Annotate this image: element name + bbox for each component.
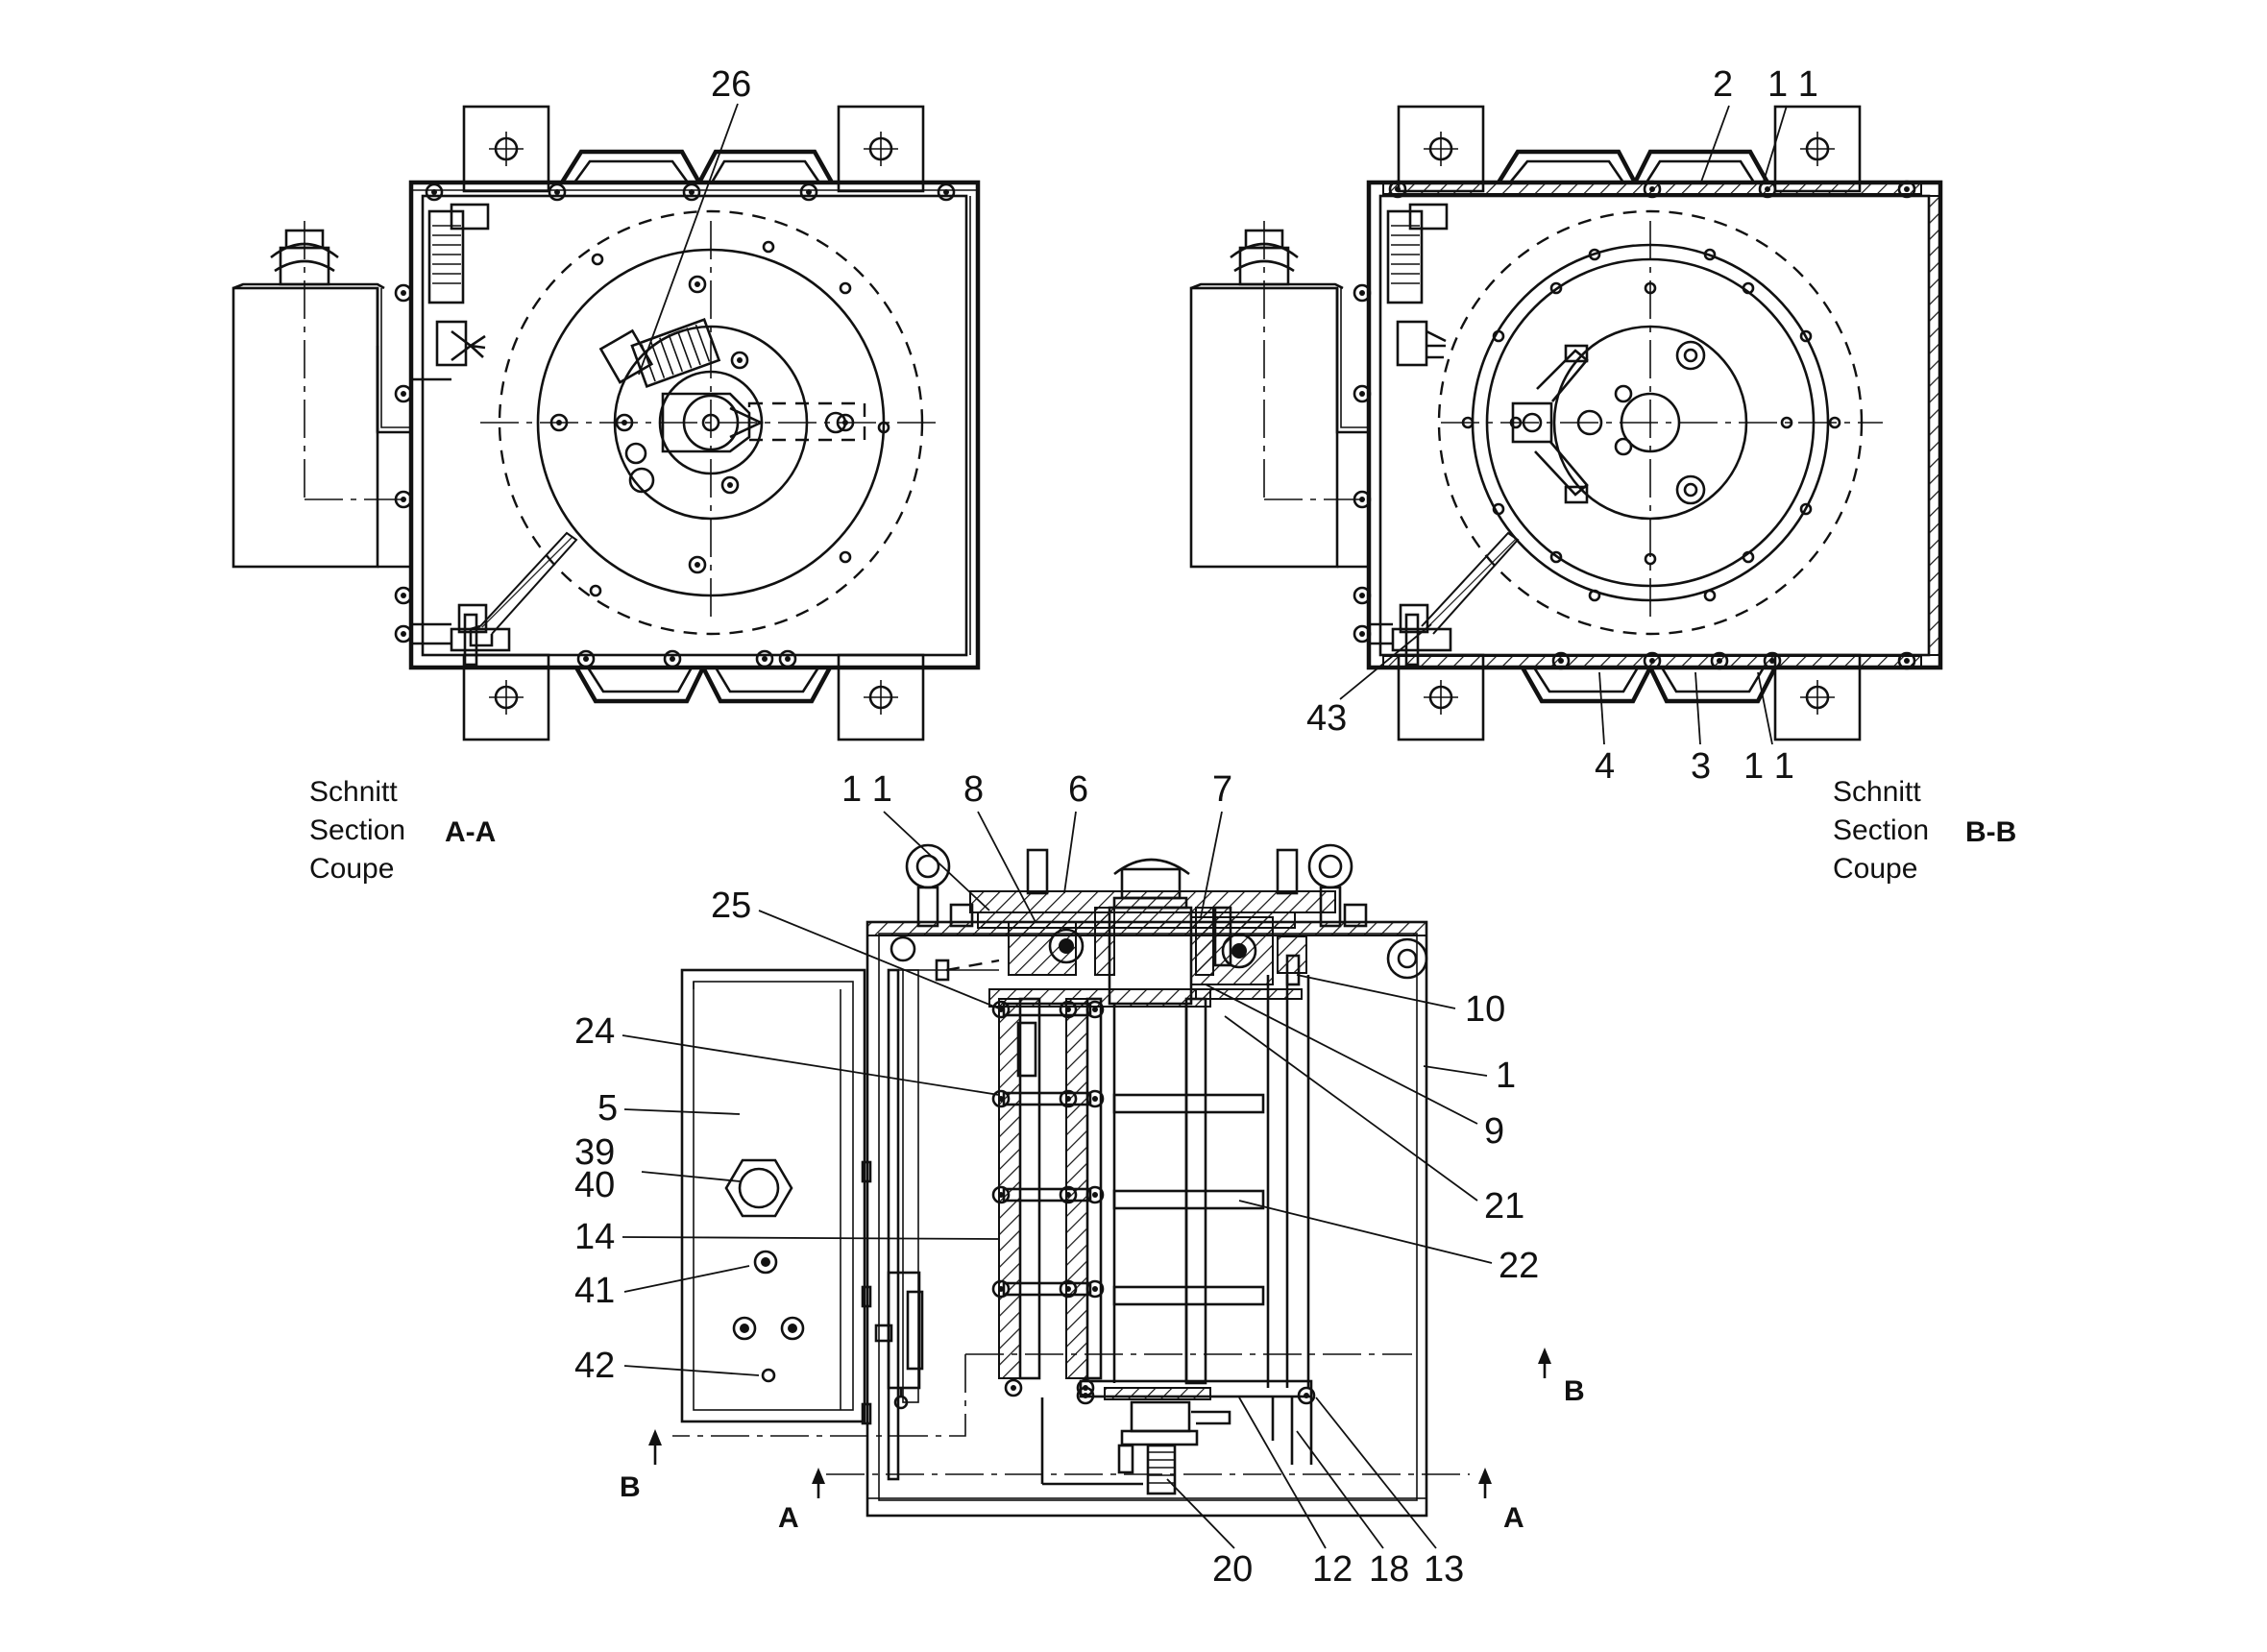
- callout-43: 43: [1306, 698, 1347, 739]
- mount-lug: [462, 105, 550, 193]
- caption-a-mark: A-A: [445, 816, 496, 848]
- callout-12: 12: [1312, 1549, 1353, 1590]
- section-mark-b-right: B: [1564, 1375, 1585, 1407]
- section-b-b-view: [1189, 105, 1943, 741]
- callout-42: 42: [574, 1346, 615, 1386]
- caption-section-b-b: Schnitt Section Coupe B-B: [1833, 776, 2016, 885]
- callout-11-top: 1 1: [1767, 64, 1818, 105]
- callout-3: 3: [1691, 746, 1711, 787]
- section-markers: B A A B: [620, 1348, 1585, 1534]
- callout-13: 13: [1424, 1549, 1464, 1590]
- mount-lug: [1773, 105, 1862, 193]
- callout-11-bottom: 1 1: [1743, 746, 1794, 787]
- callout-2: 2: [1713, 64, 1733, 105]
- callout-39: 39: [574, 1132, 615, 1173]
- mount-lug: [837, 105, 925, 193]
- mount-lug: [1397, 105, 1485, 193]
- caption-a-line3: Coupe: [309, 853, 394, 885]
- caption-b-mark: B-B: [1965, 816, 2016, 848]
- callout-18: 18: [1369, 1549, 1409, 1590]
- callout-10: 10: [1465, 989, 1505, 1030]
- caption-b-line1: Schnitt: [1833, 776, 1921, 808]
- section-mark-a-right: A: [1503, 1502, 1524, 1534]
- longitudinal-section-view: [672, 843, 1470, 1518]
- caption-a-line1: Schnitt: [309, 776, 398, 808]
- callout-9: 9: [1484, 1111, 1504, 1152]
- caption-b-line2: Section: [1833, 814, 1929, 846]
- callout-5: 5: [597, 1088, 618, 1129]
- section-mark-a-left: A: [778, 1502, 799, 1534]
- callout-14: 14: [574, 1217, 615, 1257]
- caption-section-a-a: Schnitt Section Coupe A-A: [309, 776, 496, 885]
- caption-a-line2: Section: [309, 814, 405, 846]
- callout-41: 41: [574, 1271, 615, 1311]
- callout-1: 1: [1496, 1056, 1516, 1096]
- callout-40: 40: [574, 1165, 615, 1205]
- callouts: 26 2 1 1 43 4 3 1 1 1 1 8 6 7 25 10 24: [574, 64, 1818, 1590]
- callout-24: 24: [574, 1011, 615, 1052]
- section-a-a-view: [232, 105, 981, 741]
- callout-20: 20: [1212, 1549, 1253, 1590]
- caption-b-line3: Coupe: [1833, 853, 1917, 885]
- callout-26: 26: [711, 64, 751, 105]
- callout-22: 22: [1499, 1246, 1539, 1286]
- callout-7: 7: [1212, 769, 1232, 810]
- callout-11-mid: 1 1: [841, 769, 892, 810]
- callout-8: 8: [963, 769, 984, 810]
- callout-4: 4: [1595, 746, 1615, 787]
- callout-21: 21: [1484, 1186, 1524, 1227]
- callout-6: 6: [1068, 769, 1088, 810]
- section-mark-b-left: B: [620, 1471, 641, 1503]
- callout-25: 25: [711, 886, 751, 926]
